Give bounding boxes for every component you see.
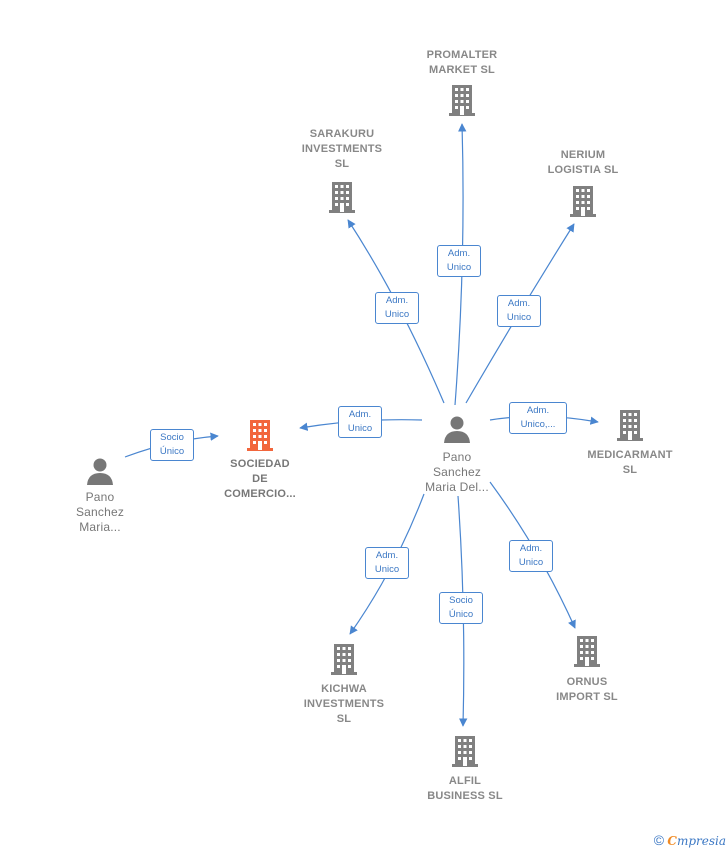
node-label: SOCIEDAD DE COMERCIO... [224, 458, 296, 500]
brand-logo-text: mpresia [676, 834, 726, 848]
node-label: MEDICARMANT SL [587, 449, 673, 476]
copyright-icon: © [653, 832, 665, 848]
node-sarakuru[interactable]: SARAKURU INVESTMENTS SL [290, 127, 394, 214]
building-icon [452, 736, 478, 767]
node-alfil[interactable]: ALFIL BUSINESS SL [415, 734, 515, 804]
node-label: ALFIL BUSINESS SL [427, 775, 503, 802]
building-icon [331, 644, 357, 675]
node-label: NERIUM LOGISTIA SL [547, 149, 619, 176]
edge-label-focus[interactable]: Adm. Unico [338, 406, 382, 438]
building-icon [247, 420, 273, 451]
person-icon [444, 416, 470, 443]
edge-label-medicarmant[interactable]: Adm. Unico,... [509, 402, 567, 434]
node-label: KICHWA INVESTMENTS SL [303, 683, 385, 725]
node-label: Pano Sanchez Maria... [75, 490, 125, 534]
building-icon [570, 186, 596, 217]
edge-label-nerium[interactable]: Adm. Unico [497, 295, 541, 327]
node-label: ORNUS IMPORT SL [556, 676, 618, 703]
edge-label-alfil[interactable]: Socio Único [439, 592, 483, 624]
edge-label-promalter[interactable]: Adm. Unico [437, 245, 481, 277]
edge-label-ornus[interactable]: Adm. Unico [509, 540, 553, 572]
node-left-person[interactable]: Pano Sanchez Maria... [50, 456, 150, 535]
edge-label-sarakuru[interactable]: Adm. Unico [375, 292, 419, 324]
brand-footer[interactable]: © Cmpresia [654, 832, 726, 848]
node-kichwa[interactable]: KICHWA INVESTMENTS SL [292, 642, 396, 727]
building-icon [329, 182, 355, 213]
node-label: SARAKURU INVESTMENTS SL [301, 128, 383, 170]
building-icon [617, 410, 643, 441]
node-medicarmant[interactable]: MEDICARMANT SL [580, 408, 680, 478]
building-icon [449, 85, 475, 116]
node-label: PROMALTER MARKET SL [426, 49, 498, 76]
edge-label-left-person[interactable]: Socio Único [150, 429, 194, 461]
person-icon [87, 458, 113, 485]
node-promalter[interactable]: PROMALTER MARKET SL [412, 48, 512, 117]
node-label: Pano Sanchez Maria Del... [425, 450, 489, 494]
node-focus-company[interactable]: SOCIEDAD DE COMERCIO... [210, 418, 310, 502]
brand-logo-letter: C [667, 834, 677, 848]
building-icon [574, 636, 600, 667]
edge-label-kichwa[interactable]: Adm. Unico [365, 547, 409, 579]
node-center-person[interactable]: Pano Sanchez Maria Del... [407, 414, 507, 495]
node-nerium[interactable]: NERIUM LOGISTIA SL [533, 148, 633, 218]
node-ornus[interactable]: ORNUS IMPORT SL [537, 634, 637, 705]
